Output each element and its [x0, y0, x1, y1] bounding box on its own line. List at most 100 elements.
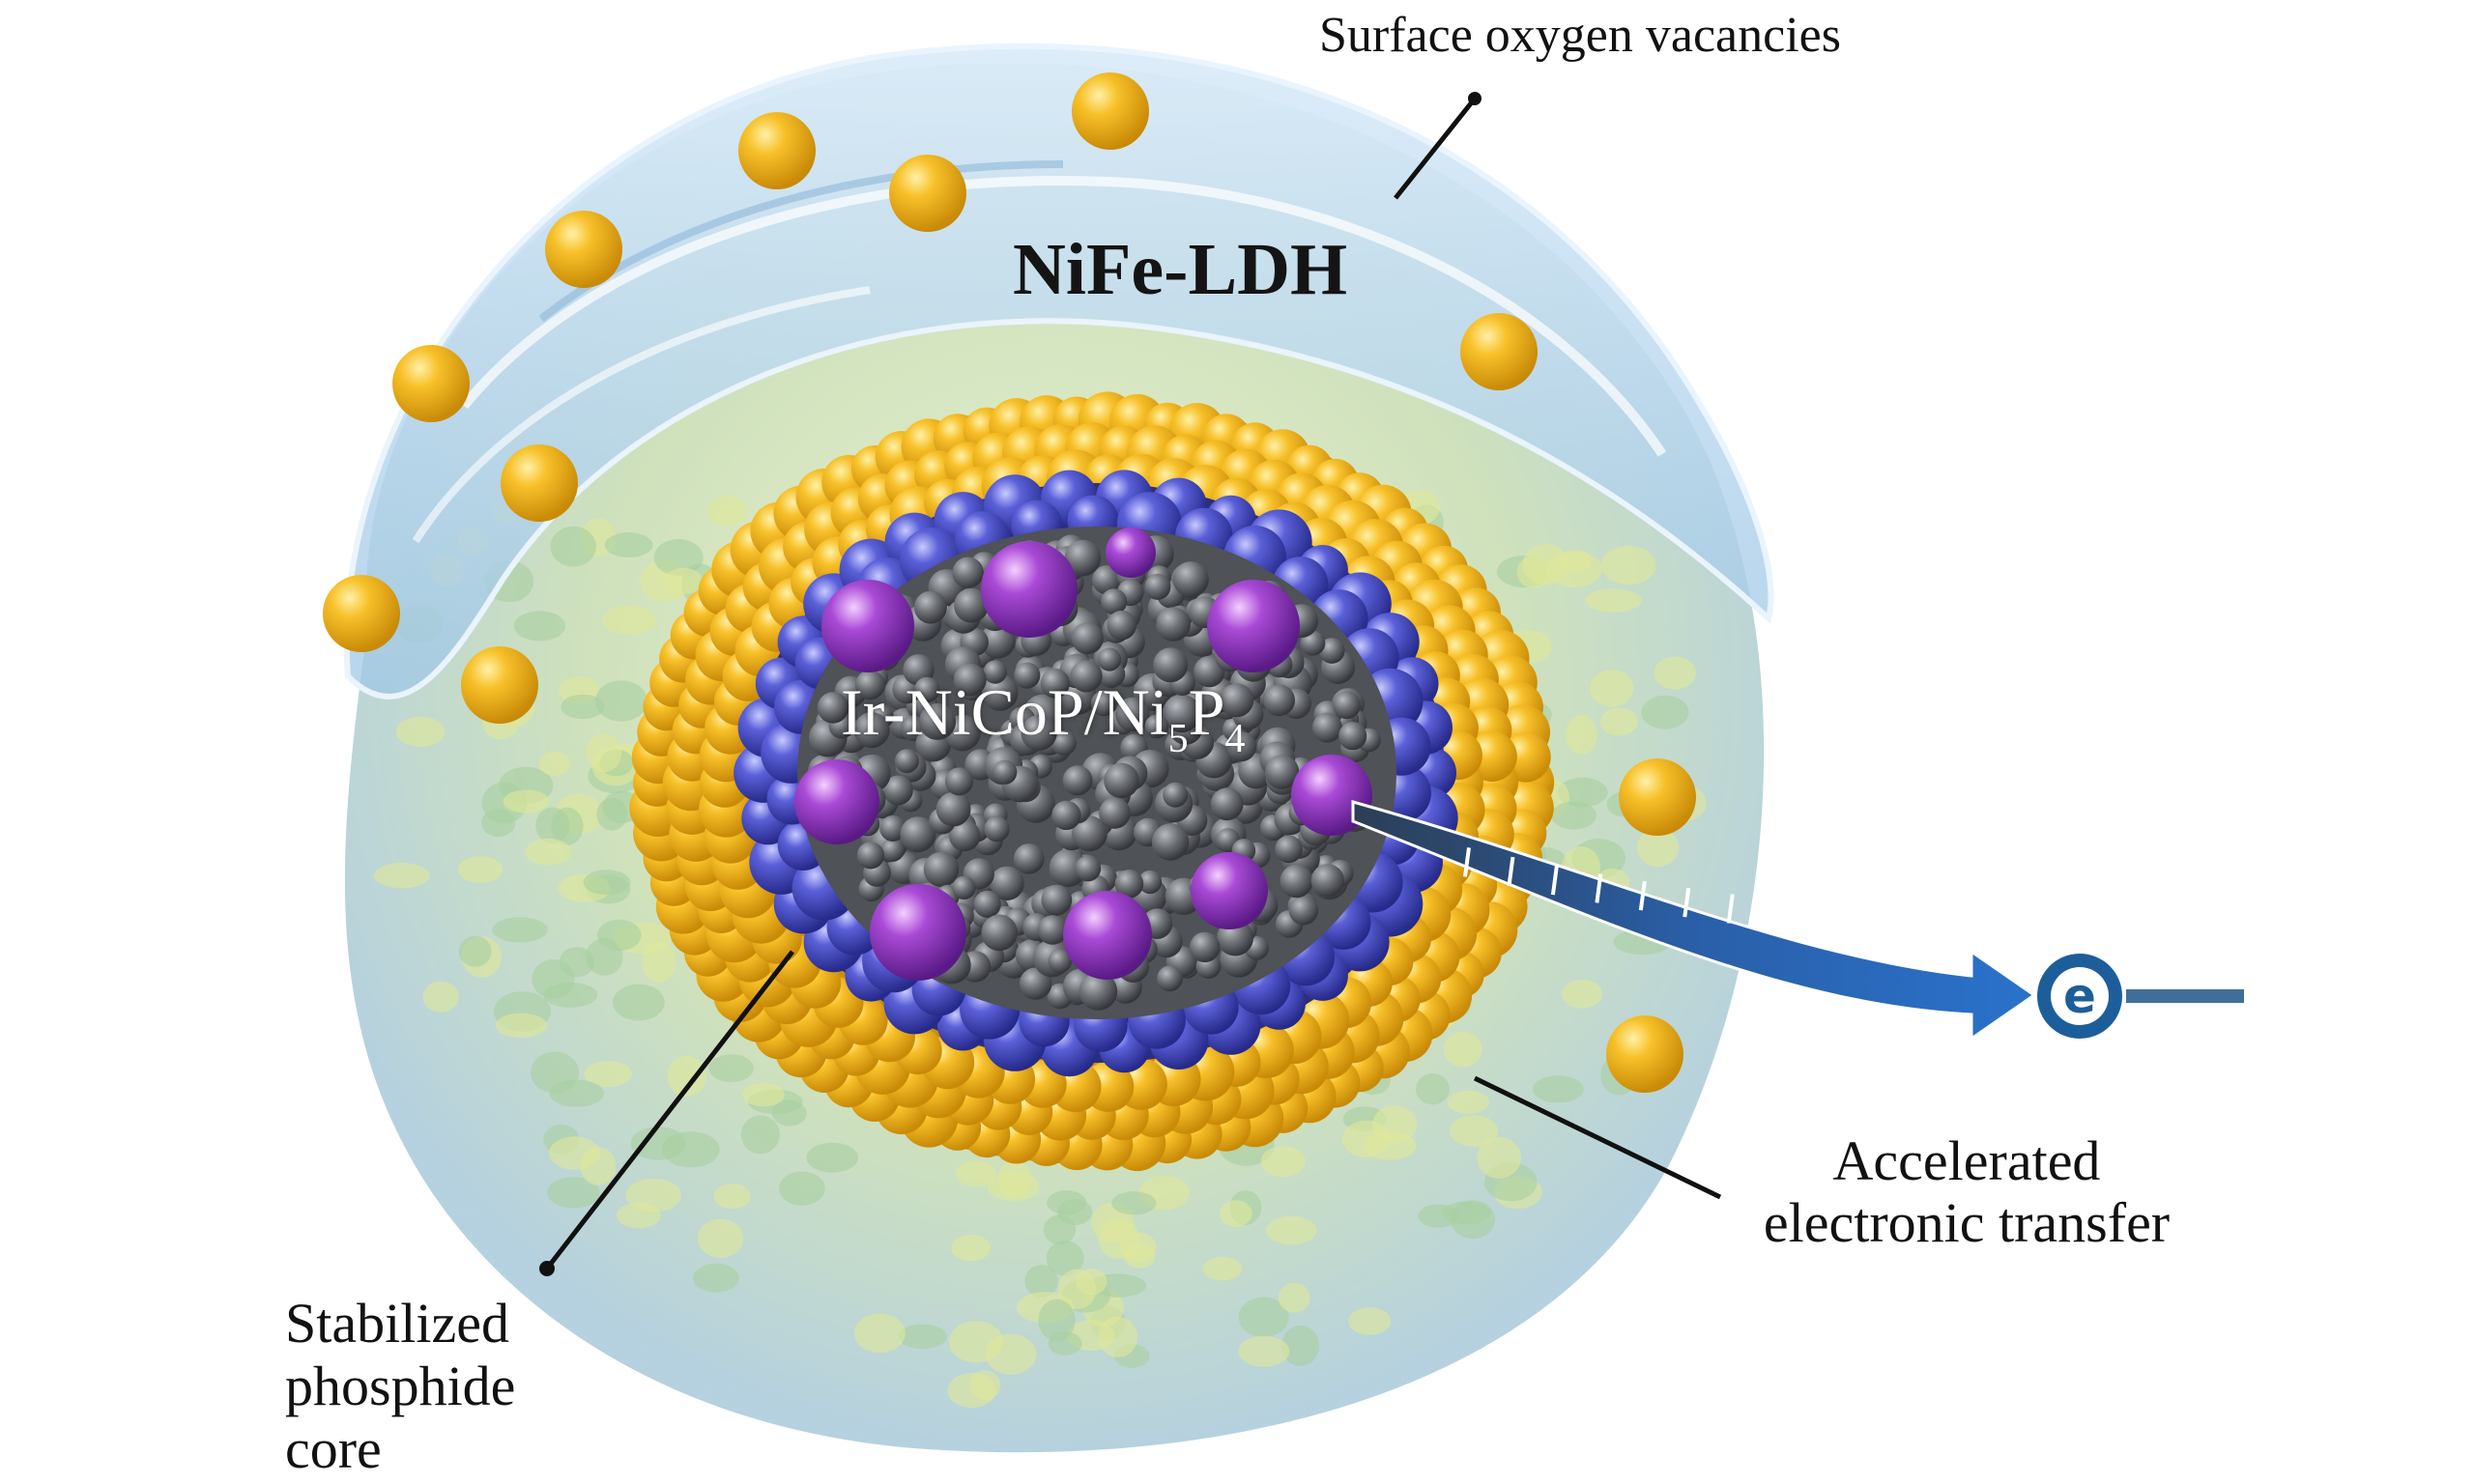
- gray-atom: [1115, 697, 1150, 732]
- accelerated-line1: Accelerated: [1832, 1129, 2101, 1192]
- core-formula-p: P: [1188, 675, 1225, 749]
- shell-pebble: [1046, 1241, 1084, 1276]
- gray-atom: [1062, 765, 1093, 796]
- shell-pebble: [596, 797, 628, 831]
- gray-atom: [1064, 539, 1102, 577]
- gray-atom: [1019, 967, 1052, 1000]
- iridium-atom: [870, 884, 966, 981]
- gray-atom: [1079, 972, 1118, 1011]
- iridium-atom: [1063, 891, 1152, 980]
- iridium-atom: [1191, 852, 1268, 929]
- arrow-segment: [1902, 912, 1911, 942]
- gray-atom: [1220, 683, 1254, 718]
- gray-atom: [1072, 815, 1108, 852]
- shell-pebble: [1636, 828, 1680, 868]
- stabilized-line3: core: [285, 1416, 382, 1480]
- electron-icon: e: [2037, 954, 2244, 1039]
- electron-transfer-arrow: [1351, 800, 2037, 1042]
- shell-pebble: [692, 1263, 739, 1293]
- gray-atom: [1156, 607, 1191, 642]
- surface-gold-sphere: [323, 575, 400, 652]
- gray-atom: [1275, 835, 1303, 864]
- shell-pebble: [1600, 545, 1656, 585]
- gray-atom: [954, 587, 989, 623]
- gray-atom: [883, 775, 913, 806]
- shell-label: NiFe-LDH: [1013, 229, 1348, 310]
- shell-pebble: [706, 495, 747, 528]
- shell-pebble: [806, 1142, 859, 1173]
- shell-pebble: [853, 1313, 906, 1354]
- surface-gold-sphere: [545, 211, 622, 288]
- gray-atom: [1153, 647, 1189, 683]
- shell-pebble: [1364, 1131, 1417, 1160]
- shell-pebble: [1477, 1136, 1522, 1179]
- gray-atom: [1051, 800, 1081, 831]
- gray-atom: [952, 556, 984, 588]
- gray-atom: [992, 759, 1018, 785]
- gray-atom: [1051, 730, 1077, 756]
- gray-atom: [817, 692, 849, 724]
- shell-pebble: [1238, 1297, 1289, 1337]
- shell-pebble: [1119, 1232, 1157, 1263]
- gray-atom: [984, 816, 1010, 842]
- gray-atom: [935, 791, 971, 827]
- shell-pebble: [898, 1324, 947, 1350]
- gray-atom: [1157, 965, 1183, 992]
- shell-pebble: [604, 532, 653, 558]
- shell-pebble: [586, 733, 622, 773]
- arrow-segment: [1507, 856, 1515, 887]
- accelerated-transfer-label: Accelerated electronic transfer: [1711, 1130, 2223, 1254]
- stabilized-line2: phosphide: [285, 1354, 516, 1417]
- shell-pebble: [538, 751, 571, 777]
- gray-atom: [879, 815, 906, 842]
- gray-atom: [945, 767, 973, 796]
- shell-pebble: [373, 863, 430, 889]
- surface-gold-sphere: [461, 646, 538, 724]
- shell-pebble: [543, 982, 598, 1008]
- shell-pebble: [612, 984, 665, 1021]
- shell-pebble: [594, 680, 647, 722]
- gray-atom: [1021, 714, 1057, 752]
- shell-pebble: [503, 789, 550, 813]
- shell-pebble: [1654, 656, 1697, 690]
- gray-atom: [1071, 622, 1104, 655]
- shell-pebble: [1447, 1090, 1490, 1114]
- shell-pebble: [525, 838, 572, 866]
- gray-atom: [1097, 647, 1122, 671]
- gray-atom: [1092, 565, 1122, 595]
- shell-pebble: [1443, 1031, 1482, 1068]
- gray-atom: [853, 712, 890, 749]
- gray-atom: [1137, 870, 1163, 895]
- gray-atom: [1090, 690, 1117, 717]
- shell-pebble: [1522, 543, 1569, 585]
- gray-atom: [900, 816, 936, 853]
- shell-pebble: [1550, 801, 1597, 830]
- leader-accelerated: [1473, 1075, 1722, 1200]
- gray-atom: [1101, 588, 1128, 615]
- shell-pebble: [616, 1202, 661, 1229]
- shell-pebble: [1260, 1146, 1306, 1178]
- arrow-segment: [1463, 847, 1471, 877]
- arrow-segment: [1858, 908, 1867, 938]
- shell-pebble: [1450, 1115, 1499, 1147]
- gray-atom: [1037, 915, 1068, 945]
- shell-pebble: [951, 1235, 992, 1262]
- gray-atom: [1225, 731, 1257, 762]
- shell-pebble: [596, 919, 642, 951]
- shell-pebble: [1038, 1298, 1076, 1342]
- surface-gold-sphere: [1460, 313, 1538, 390]
- gray-atom: [1318, 638, 1345, 664]
- shell-pebble: [779, 1171, 825, 1206]
- shell-pebble: [1600, 707, 1638, 736]
- shell-pebble: [1585, 588, 1642, 613]
- gray-atom: [973, 890, 1001, 919]
- shell-pebble: [661, 1131, 720, 1168]
- surface-gold-sphere: [1072, 72, 1149, 150]
- gray-atom: [1070, 660, 1103, 693]
- shell-pebble: [1566, 714, 1597, 755]
- gray-atom: [913, 590, 947, 624]
- gray-atom: [880, 838, 905, 862]
- gray-atom: [1013, 843, 1045, 874]
- shell-pebble: [550, 526, 596, 567]
